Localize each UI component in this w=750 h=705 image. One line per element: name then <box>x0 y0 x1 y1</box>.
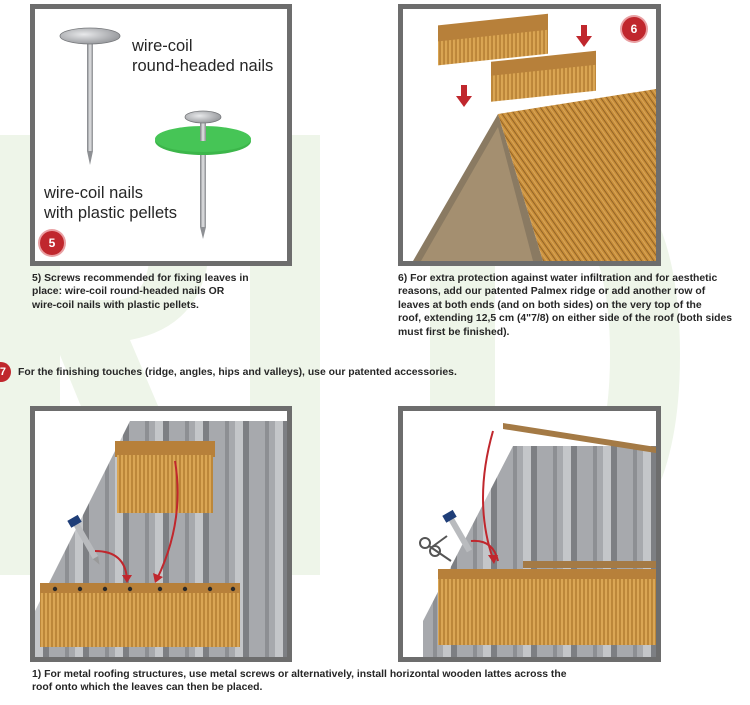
label-round-headed-nails: wire-coil round-headed nails <box>132 37 274 75</box>
label-pellet-nails: wire-coil nails with plastic pellets <box>44 184 177 222</box>
panel-ridge <box>398 4 661 266</box>
step-badge-6: 6 <box>622 17 646 41</box>
step-badge-7: 7 <box>0 362 11 382</box>
step-badge-5: 5 <box>40 231 64 255</box>
caption-step-1: 1) For metal roofing structures, use met… <box>32 669 567 694</box>
wooden-lattes-illustration <box>419 423 656 657</box>
panel-metal-roof-screws <box>30 406 292 662</box>
caption-step-5: 5) Screws recommended for fixing leaves … <box>32 273 249 311</box>
round-headed-nail-icon <box>59 27 121 165</box>
down-arrow-icon <box>456 85 472 107</box>
panel-wooden-lattes <box>398 406 661 662</box>
step-7-text: For the finishing touches (ridge, angles… <box>18 367 457 378</box>
metal-roof-screws-illustration <box>35 421 287 657</box>
caption-step-6: 6) For extra protection against water in… <box>398 273 733 338</box>
ridge-illustration <box>413 13 656 261</box>
scissors-icon <box>419 535 452 562</box>
down-arrow-icon <box>576 25 592 47</box>
